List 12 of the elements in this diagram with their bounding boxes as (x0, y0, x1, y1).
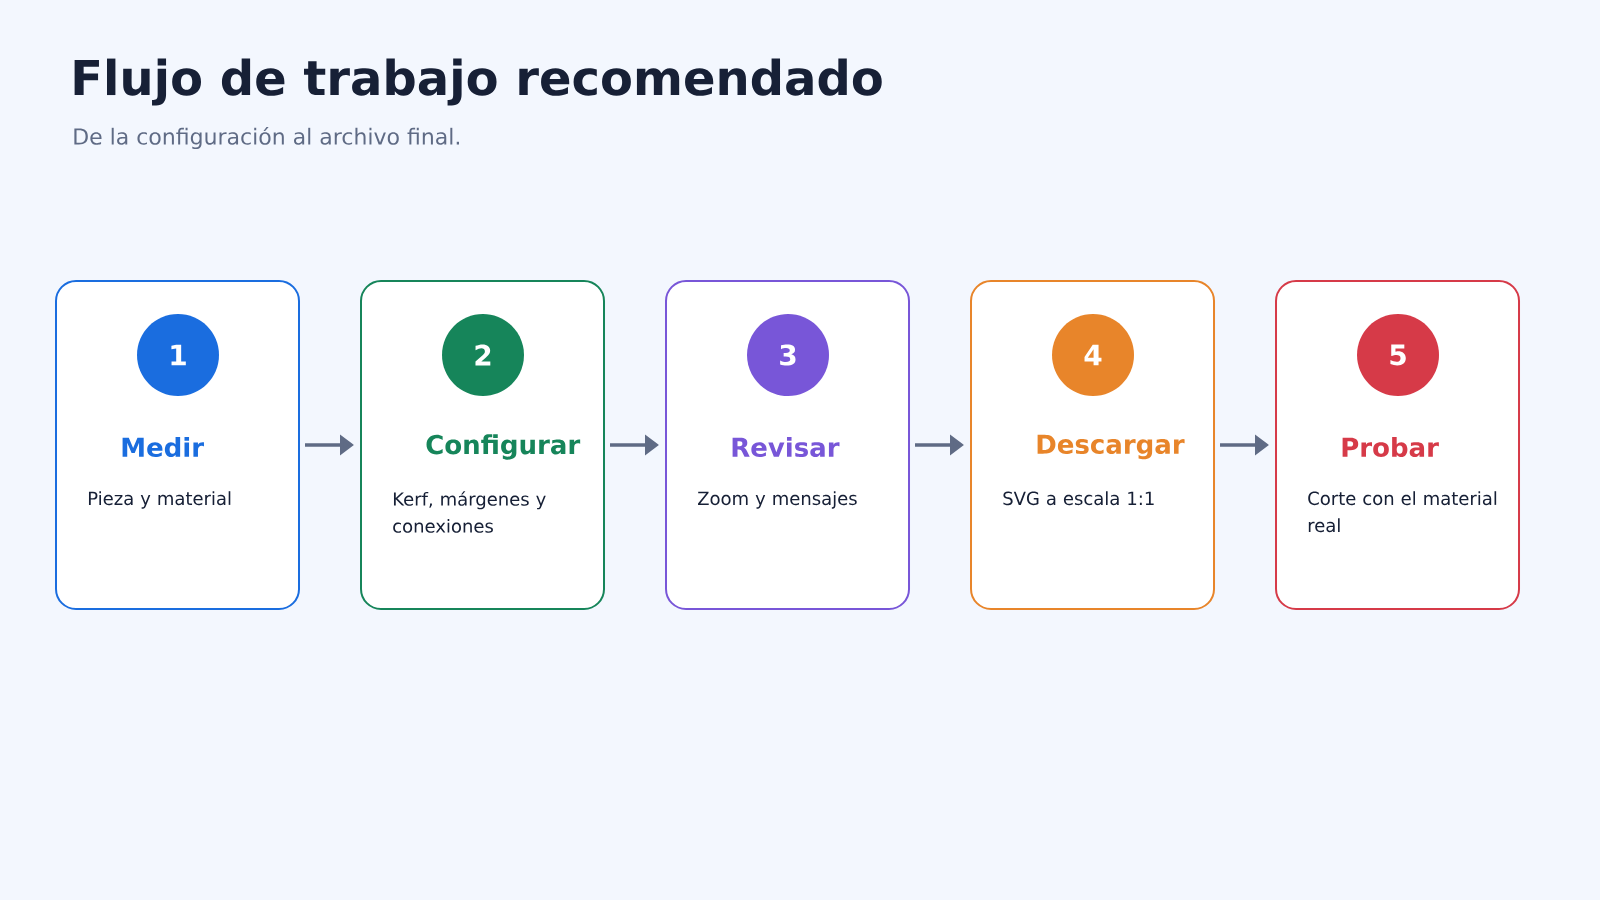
step-heading: Configurar (426, 434, 581, 460)
step-description: SVG a escala 1:1 (1003, 491, 1154, 506)
step-heading: Medir (122, 436, 204, 458)
step-description: Zoom y mensajes (698, 491, 857, 509)
step-heading: Probar (1342, 436, 1439, 458)
step-description: Pieza y material (89, 491, 231, 509)
step-description: Kerf, márgenes y conexiones (393, 491, 546, 533)
step-heading: Revisar (732, 436, 840, 458)
step-heading: Descargar (1037, 434, 1185, 460)
title: Flujo de trabajo recomendado (74, 58, 882, 106)
step-description: Corte con el material real (1308, 491, 1497, 533)
subtitle: De la configuración al archivo final. (74, 126, 459, 150)
